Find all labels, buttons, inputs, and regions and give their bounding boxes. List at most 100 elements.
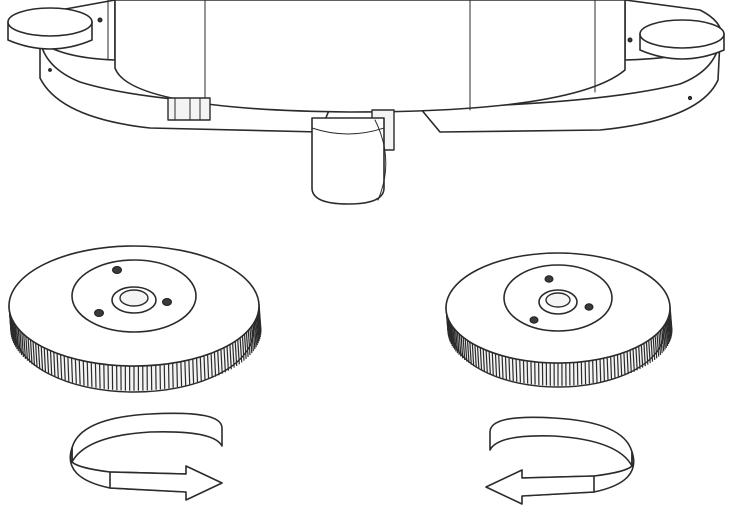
- bristle: [210, 351, 213, 379]
- bristle: [656, 331, 660, 357]
- bristle: [180, 359, 183, 387]
- bristle: [626, 349, 629, 375]
- bristle: [603, 356, 605, 382]
- scrubber-machine-base: [7, 0, 725, 205]
- bristle: [460, 333, 464, 359]
- bristle: [46, 347, 50, 374]
- bristle: [504, 354, 507, 380]
- bristle: [203, 353, 206, 381]
- bristle: [606, 355, 609, 381]
- bristle: [70, 355, 74, 383]
- bristle: [254, 318, 258, 346]
- bristle: [668, 313, 672, 339]
- bristle: [498, 352, 501, 378]
- bristle: [474, 342, 477, 368]
- bristle: [226, 344, 229, 371]
- bristle: [449, 321, 453, 347]
- bristle: [195, 355, 199, 383]
- bristle: [652, 335, 656, 360]
- bristle: [526, 358, 529, 384]
- bristle: [78, 357, 81, 385]
- bristle: [250, 324, 254, 352]
- counterclockwise-arrow-icon: [485, 416, 635, 505]
- bristle: [455, 328, 459, 354]
- bristle: [252, 322, 256, 350]
- bristle: [256, 314, 260, 342]
- bristle: [241, 333, 245, 361]
- clockwise-arrow-icon: [69, 412, 223, 501]
- bristle: [452, 324, 456, 350]
- bristle: [15, 324, 19, 352]
- bristle: [21, 330, 24, 358]
- bristle: [94, 361, 97, 388]
- bristle: [494, 351, 498, 377]
- bristle: [471, 341, 475, 367]
- bristle: [485, 348, 488, 373]
- bristle: [519, 357, 521, 383]
- bristle: [453, 326, 457, 352]
- bristle: [661, 326, 665, 352]
- bristle: [466, 338, 470, 364]
- bristle: [665, 321, 669, 347]
- bristle: [167, 361, 170, 389]
- bristle: [643, 341, 646, 367]
- bristle: [223, 345, 226, 373]
- bristle: [82, 358, 85, 386]
- bristle: [192, 356, 195, 384]
- bristle: [450, 322, 454, 348]
- bristle: [257, 312, 261, 340]
- bristle: [645, 339, 649, 365]
- bristle: [635, 345, 638, 371]
- right-deck-plate: [419, 39, 721, 133]
- bristle: [237, 337, 240, 365]
- bristle: [616, 352, 619, 378]
- right-knob: [639, 19, 725, 60]
- bristle: [638, 344, 641, 370]
- bristle: [29, 337, 33, 365]
- bristle: [479, 345, 483, 371]
- bristle: [98, 361, 101, 389]
- bristle: [86, 359, 89, 387]
- bristle: [247, 328, 251, 356]
- bristle: [530, 359, 532, 385]
- bristle: [234, 339, 238, 367]
- left-knob: [7, 7, 93, 50]
- bristle: [515, 356, 518, 382]
- bristle: [163, 362, 166, 389]
- bristle: [588, 358, 590, 384]
- bristle: [488, 349, 491, 375]
- bristle: [176, 360, 178, 388]
- bristle: [522, 358, 525, 384]
- bristle: [37, 342, 41, 370]
- bristle: [592, 358, 594, 384]
- bristle: [584, 359, 587, 385]
- bristle: [67, 354, 70, 382]
- bristle: [659, 328, 663, 354]
- bristle: [640, 342, 644, 368]
- bristle: [56, 351, 59, 379]
- drive-wheel: [311, 117, 387, 205]
- bristle: [469, 339, 472, 365]
- bristle: [27, 335, 31, 363]
- bristle: [23, 332, 26, 359]
- bristle: [610, 354, 613, 380]
- bristle: [13, 320, 17, 348]
- bristle: [491, 350, 494, 376]
- bristle: [229, 342, 232, 370]
- bristle: [476, 344, 480, 370]
- bristle: [663, 322, 667, 348]
- bristle: [239, 335, 243, 363]
- bristle: [501, 353, 504, 379]
- bristle: [599, 356, 602, 382]
- bristle: [63, 353, 66, 381]
- bristle: [217, 348, 220, 376]
- bristle: [12, 318, 16, 346]
- bristle: [59, 352, 63, 380]
- bristle: [456, 330, 460, 355]
- bristle: [74, 356, 77, 384]
- tank-body: [114, 0, 626, 113]
- bristle: [482, 346, 485, 372]
- bristle: [206, 352, 210, 380]
- bristle: [511, 356, 514, 382]
